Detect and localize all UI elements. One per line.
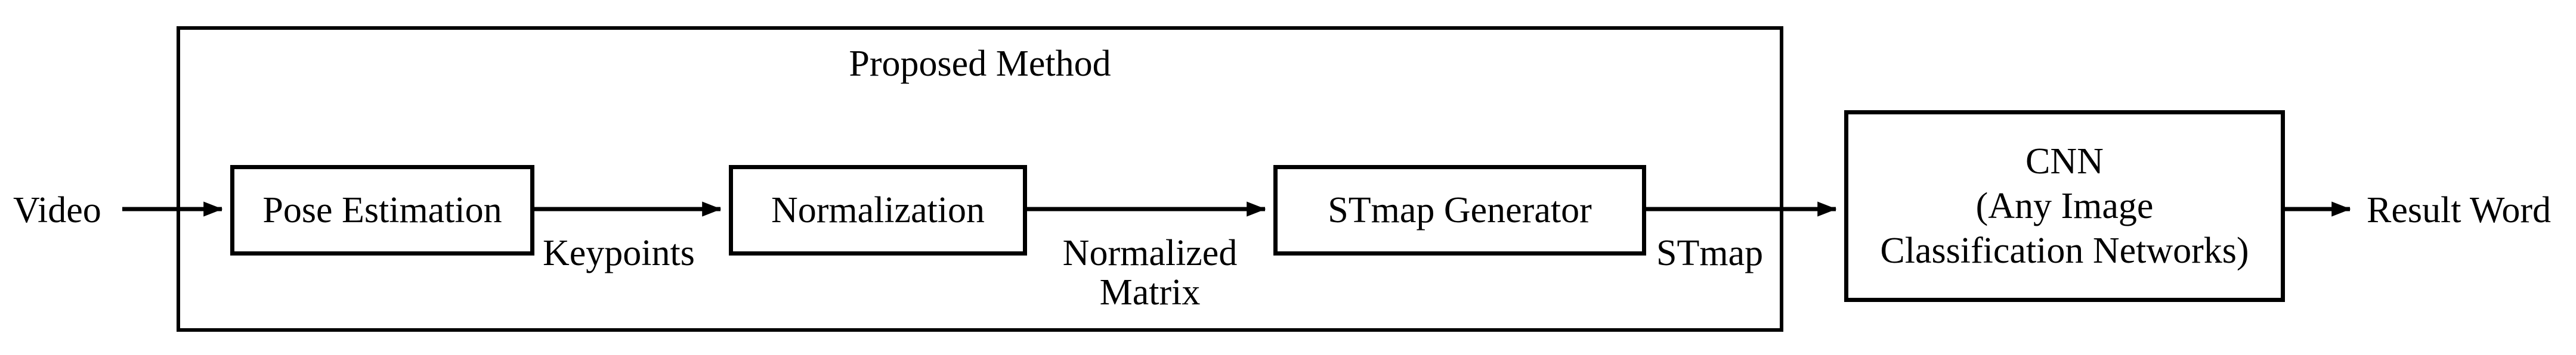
normalized-matrix-line1: Normalized <box>1062 233 1238 273</box>
cnn-label-line2: (Any Image <box>1975 185 2154 226</box>
stmap-generator-box: STmap Generator <box>1273 165 1646 256</box>
cnn-box: CNN (Any Image Classification Networks) <box>1844 110 2285 302</box>
pose-estimation-box: Pose Estimation <box>230 165 534 256</box>
proposed-method-title: Proposed Method <box>849 43 1111 84</box>
normalization-box: Normalization <box>729 165 1027 256</box>
normalization-label: Normalization <box>771 189 985 231</box>
normalized-matrix-edge-label: Normalized Matrix <box>1031 233 1269 312</box>
cnn-label-line3: Classification Networks) <box>1880 230 2249 271</box>
normalized-matrix-line2: Matrix <box>1099 272 1201 313</box>
cnn-label-line1: CNN <box>2025 141 2104 182</box>
cnn-label: CNN (Any Image Classification Networks) <box>1880 139 2249 273</box>
stmap-generator-label: STmap Generator <box>1328 189 1592 231</box>
stmap-edge-label: STmap <box>1656 233 1764 273</box>
keypoints-edge-label: Keypoints <box>543 233 695 273</box>
pose-estimation-label: Pose Estimation <box>262 189 502 231</box>
proposed-method-container: Proposed Method <box>177 26 1783 332</box>
video-input-label: Video <box>13 190 101 231</box>
result-word-output-label: Result Word <box>2367 190 2552 231</box>
